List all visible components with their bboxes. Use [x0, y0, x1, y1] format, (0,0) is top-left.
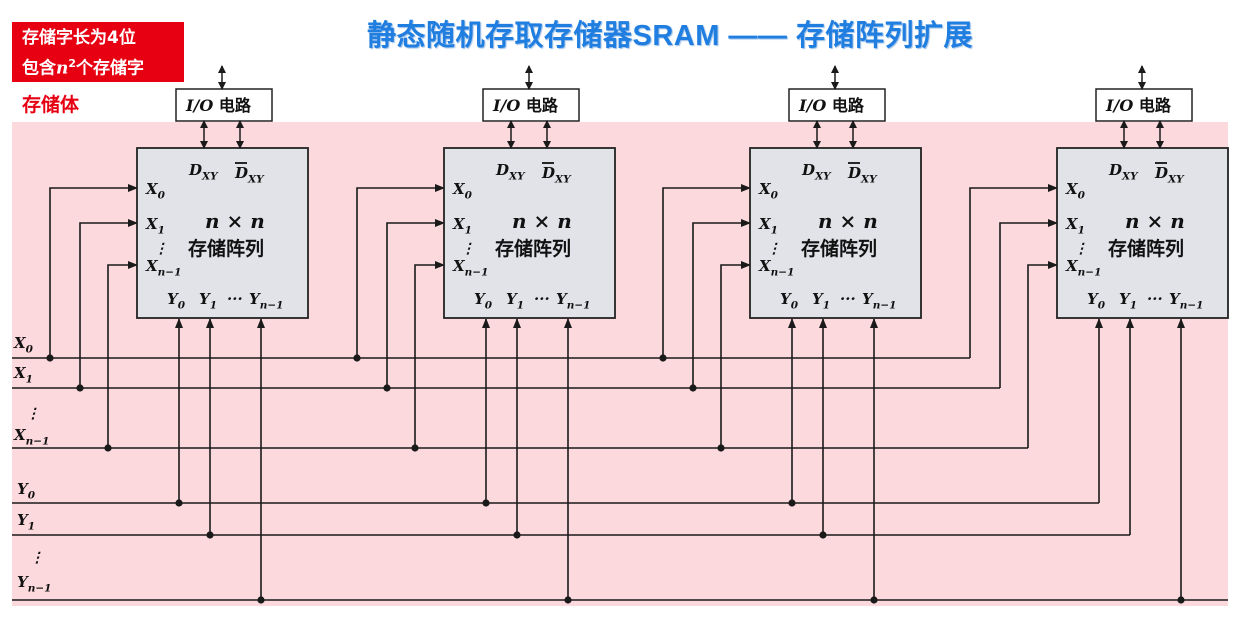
- io-label: I/O 电路: [185, 96, 252, 115]
- note-suffix: 个存储字: [76, 58, 145, 79]
- x-ellipsis: ⋮: [767, 241, 781, 257]
- array-name-label: 存储阵列: [1108, 237, 1184, 260]
- array-block-frame: [1056, 147, 1229, 319]
- array-size-label: n × n: [1125, 209, 1185, 233]
- junction-dot: [870, 596, 878, 604]
- x-ellipsis: ⋮: [461, 241, 475, 257]
- junction-dot: [383, 384, 391, 392]
- storage-note-box: 存储字长为4位 包含n2个存储字: [12, 22, 184, 82]
- note-prefix: 包含: [22, 58, 56, 79]
- x-select-wire: [107, 261, 138, 448]
- x-select-wire: [386, 219, 445, 388]
- x-select-wire: [720, 261, 751, 448]
- slide-title: 静态随机存取存储器SRAM —— 存储阵列扩展: [366, 20, 973, 52]
- io-circuit-box: I/O 电路: [482, 65, 580, 149]
- array-name-label: 存储阵列: [801, 237, 877, 260]
- junction-dot: [564, 596, 572, 604]
- junction-dot: [104, 444, 112, 452]
- io-label: I/O 电路: [1105, 96, 1172, 115]
- note-sup: 2: [68, 57, 77, 70]
- io-label: I/O 电路: [492, 96, 559, 115]
- note-word-count: 包含n2个存储字: [22, 51, 184, 82]
- junction-dot: [819, 531, 827, 539]
- io-label: I/O 电路: [798, 96, 865, 115]
- junction-dot: [353, 354, 361, 362]
- x-select-wire: [999, 219, 1058, 388]
- array-name-label: 存储阵列: [495, 237, 571, 260]
- junction-dot: [257, 596, 265, 604]
- y-ellipsis: ···: [534, 290, 550, 308]
- junction-dot: [788, 499, 796, 507]
- x-select-wire: [356, 184, 445, 358]
- junction-dot: [411, 444, 419, 452]
- x-ellipsis: ⋮: [1074, 241, 1088, 257]
- array-block-frame: [136, 147, 309, 319]
- junction-dot: [175, 499, 183, 507]
- array-name-label: 存储阵列: [188, 237, 264, 260]
- array-size-label: n × n: [205, 209, 265, 233]
- junction-dot: [513, 531, 521, 539]
- junction-dot: [206, 531, 214, 539]
- junction-dot: [1177, 596, 1185, 604]
- x-select-wire: [79, 219, 138, 388]
- note-var: n: [56, 58, 69, 79]
- x-select-wire: [49, 184, 138, 358]
- junction-dot: [659, 354, 667, 362]
- storage-body-label: 存储体: [22, 94, 80, 116]
- io-circuit-box: I/O 电路: [788, 65, 886, 149]
- io-box-frame: [788, 88, 886, 122]
- y-ellipsis: ···: [227, 290, 243, 308]
- note-word-length: 存储字长为4位: [22, 28, 136, 48]
- x-ellipsis: ⋮: [154, 241, 168, 257]
- io-box-frame: [175, 88, 273, 122]
- x-select-wire: [414, 261, 445, 448]
- y-ellipsis: ···: [1147, 290, 1163, 308]
- bus-ellipsis: ⋮: [26, 406, 40, 422]
- x-select-wire: [662, 184, 751, 358]
- array-block-frame: [443, 147, 616, 319]
- array-size-label: n × n: [818, 209, 878, 233]
- io-circuit-box: I/O 电路: [175, 65, 273, 149]
- junction-dot: [482, 499, 490, 507]
- junction-dot: [76, 384, 84, 392]
- array-block-frame: [749, 147, 922, 319]
- y-ellipsis: ···: [840, 290, 856, 308]
- junction-dot: [689, 384, 697, 392]
- junction-dot: [717, 444, 725, 452]
- bus-ellipsis: ⋮: [30, 550, 44, 566]
- x-select-wire: [969, 184, 1058, 358]
- x-select-wire: [1027, 261, 1058, 448]
- io-circuit-box: I/O 电路: [1095, 65, 1193, 149]
- junction-dot: [46, 354, 54, 362]
- x-select-wire: [692, 219, 751, 388]
- io-box-frame: [482, 88, 580, 122]
- array-size-label: n × n: [512, 209, 572, 233]
